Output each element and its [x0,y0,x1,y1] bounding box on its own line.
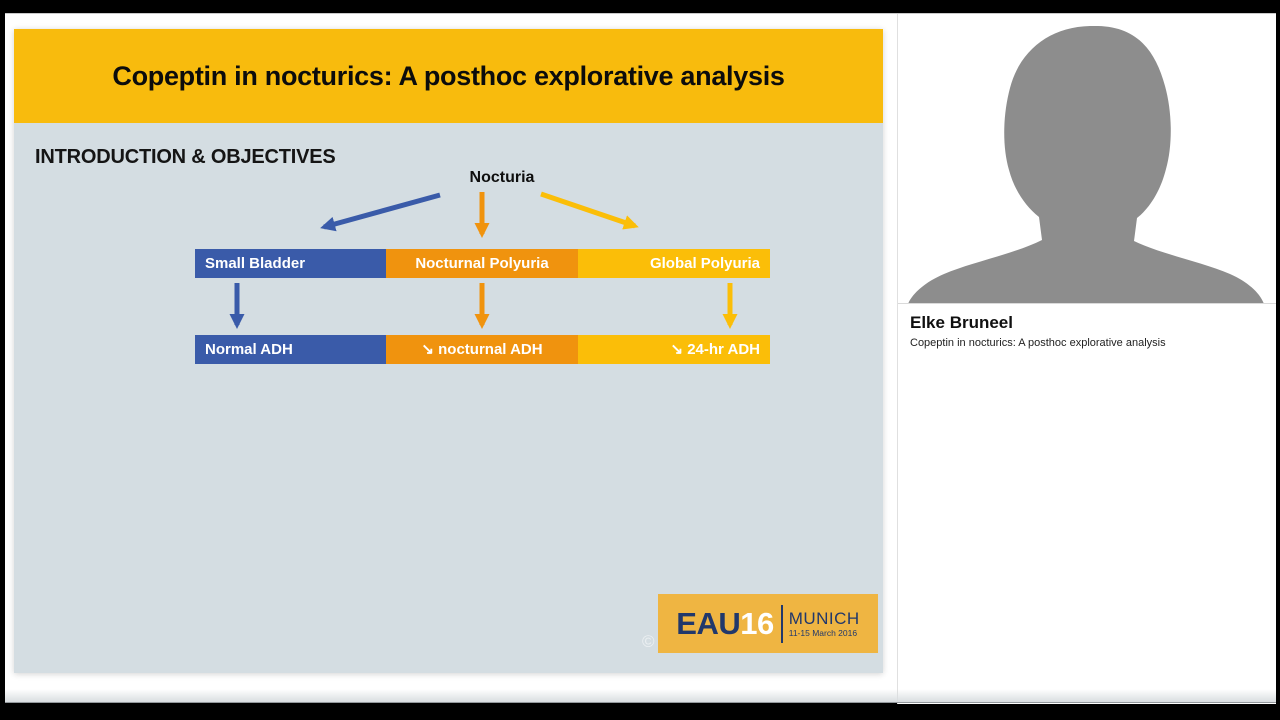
logo-year-text: 16 [740,605,774,641]
speaker-photo [898,14,1276,304]
flowchart-box-small-bladder: Small Bladder [195,249,386,278]
flowchart-arrows [229,191,738,329]
flowchart-box-nocturnal-adh: ↘ nocturnal ADH [386,335,578,364]
logo-city-block: MUNICH 11-15 March 2016 [788,608,860,638]
logo-city-text: MUNICH [788,608,860,628]
eau16-munich-logo: EAU 16 MUNICH 11-15 March 2016 [658,594,878,653]
slide-title-banner: Copeptin in nocturics: A posthoc explora… [14,29,883,123]
section-heading: INTRODUCTION & OBJECTIVES [35,146,336,168]
person-silhouette-icon [908,26,1264,303]
arrow-nocturia-to-global-polyuria [540,191,639,230]
slide-stage: Copeptin in nocturics: A posthoc explora… [5,14,897,704]
viewer-content-area: Copeptin in nocturics: A posthoc explora… [5,13,1276,704]
flowchart-root-label: Nocturia [469,169,535,186]
flowchart-box-24hr-adh: ↘ 24-hr ADH [578,335,770,364]
logo-dates-text: 11-15 March 2016 [788,627,858,638]
presentation-slide: Copeptin in nocturics: A posthoc explora… [14,29,883,673]
panel-divider [897,14,898,704]
flowchart-box-normal-adh: Normal ADH [195,335,386,364]
bottom-fade-strip [5,689,1276,703]
flowchart-box-global-polyuria: Global Polyuria [578,249,770,278]
speaker-talk-title: Copeptin in nocturics: A posthoc explora… [910,337,1166,349]
copyright-mark: © [642,632,655,651]
arrow-nocturia-to-small-bladder [320,192,441,232]
speaker-name: Elke Bruneel [910,313,1013,332]
slide-title: Copeptin in nocturics: A posthoc explora… [112,60,785,91]
speaker-info: Elke Bruneel Copeptin in nocturics: A po… [898,304,1276,349]
logo-separator [780,604,783,643]
flowchart-box-nocturnal-polyuria: Nocturnal Polyuria [386,249,578,278]
speaker-panel: Elke Bruneel Copeptin in nocturics: A po… [898,14,1276,704]
logo-brand-text: EAU [676,605,741,641]
